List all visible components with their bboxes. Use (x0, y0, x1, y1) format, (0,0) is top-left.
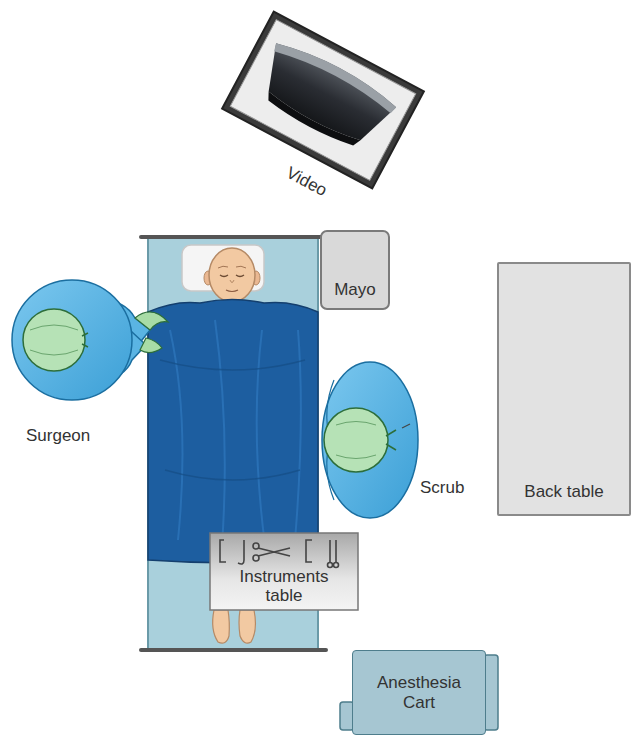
node-label: Mayo (334, 280, 376, 300)
instruments-table: Instruments table (210, 533, 358, 610)
instrument-tray (210, 533, 358, 610)
back-table: Back table (497, 262, 631, 516)
role-label: Scrub (420, 478, 464, 498)
patient-feet (213, 610, 256, 643)
monitor-label: Video (283, 163, 330, 201)
instrument-icons (220, 540, 339, 568)
bed-rail (141, 648, 326, 652)
role-label: Surgeon (26, 426, 90, 446)
bed-rail (141, 235, 326, 239)
node-label: Anesthesia Cart (364, 673, 474, 712)
surgeon-figure (12, 280, 168, 400)
node-label: Back table (524, 482, 603, 502)
video-monitor (222, 12, 424, 189)
blanket (148, 300, 318, 564)
node-label: Instruments table (229, 567, 339, 606)
patient-head (204, 248, 260, 304)
cart-handle (484, 655, 498, 730)
mayo-stand: Mayo (320, 230, 390, 310)
anesthesia-cart: Anesthesia Cart (352, 650, 486, 735)
scrub-figure (322, 362, 418, 518)
